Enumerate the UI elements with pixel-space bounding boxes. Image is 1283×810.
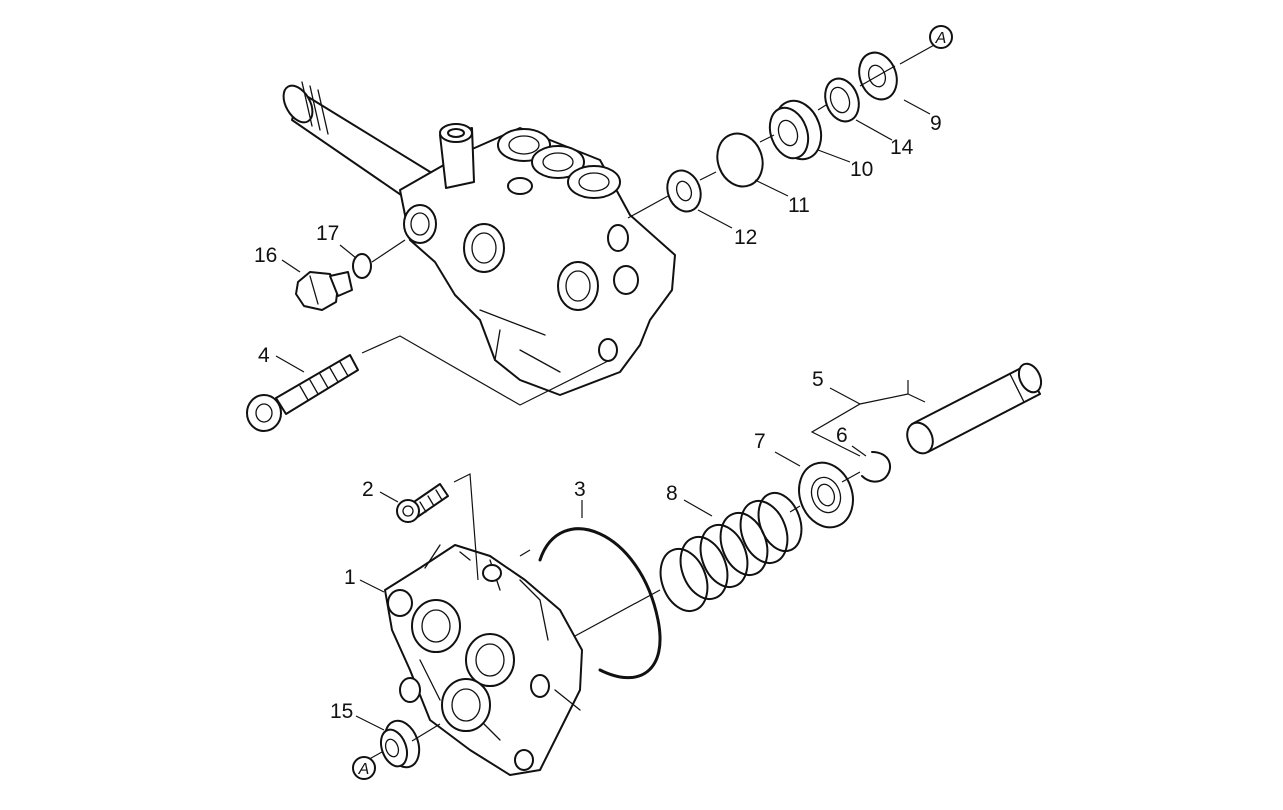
label-part-1: 1 bbox=[344, 566, 356, 589]
label-part-7: 7 bbox=[754, 430, 766, 453]
pump-head-manifold bbox=[282, 81, 676, 396]
screw-2 bbox=[396, 483, 449, 523]
clip-6 bbox=[861, 451, 892, 483]
piston-5 bbox=[906, 362, 1043, 455]
label-part-14: 14 bbox=[890, 136, 914, 159]
label-part-2: 2 bbox=[362, 478, 374, 501]
label-part-11: 11 bbox=[788, 194, 810, 217]
label-part-6: 6 bbox=[836, 424, 848, 447]
o-ring-17 bbox=[352, 253, 372, 279]
spring-8 bbox=[659, 491, 803, 612]
o-ring-11 bbox=[716, 132, 764, 188]
label-part-10: 10 bbox=[850, 158, 873, 181]
reference-circle-bottom: A bbox=[352, 756, 376, 780]
housing-plate-1 bbox=[384, 544, 583, 776]
label-part-12: 12 bbox=[734, 226, 757, 249]
bolt-4 bbox=[246, 354, 359, 432]
reference-circle-top: A bbox=[929, 25, 953, 49]
seal-7 bbox=[798, 461, 854, 529]
ring-14 bbox=[824, 77, 860, 123]
part-labels: 9 14 10 11 12 17 16 4 5 6 7 8 3 2 1 15 bbox=[254, 112, 942, 723]
leader-lines bbox=[275, 43, 937, 763]
label-part-9: 9 bbox=[930, 112, 942, 135]
plug-screw-16 bbox=[295, 271, 353, 311]
label-part-8: 8 bbox=[666, 482, 678, 505]
label-part-15: 15 bbox=[330, 700, 353, 723]
reference-letter-top: A bbox=[935, 30, 947, 47]
label-part-5: 5 bbox=[812, 368, 824, 391]
label-part-4: 4 bbox=[258, 344, 270, 367]
label-part-17: 17 bbox=[316, 222, 339, 245]
o-ring-3 bbox=[538, 527, 662, 680]
label-part-16: 16 bbox=[254, 244, 277, 267]
label-part-3: 3 bbox=[574, 478, 586, 501]
seal-15 bbox=[379, 719, 421, 769]
seal-10 bbox=[768, 99, 823, 161]
washer-12 bbox=[666, 169, 702, 213]
reference-letter-bottom: A bbox=[358, 761, 370, 778]
